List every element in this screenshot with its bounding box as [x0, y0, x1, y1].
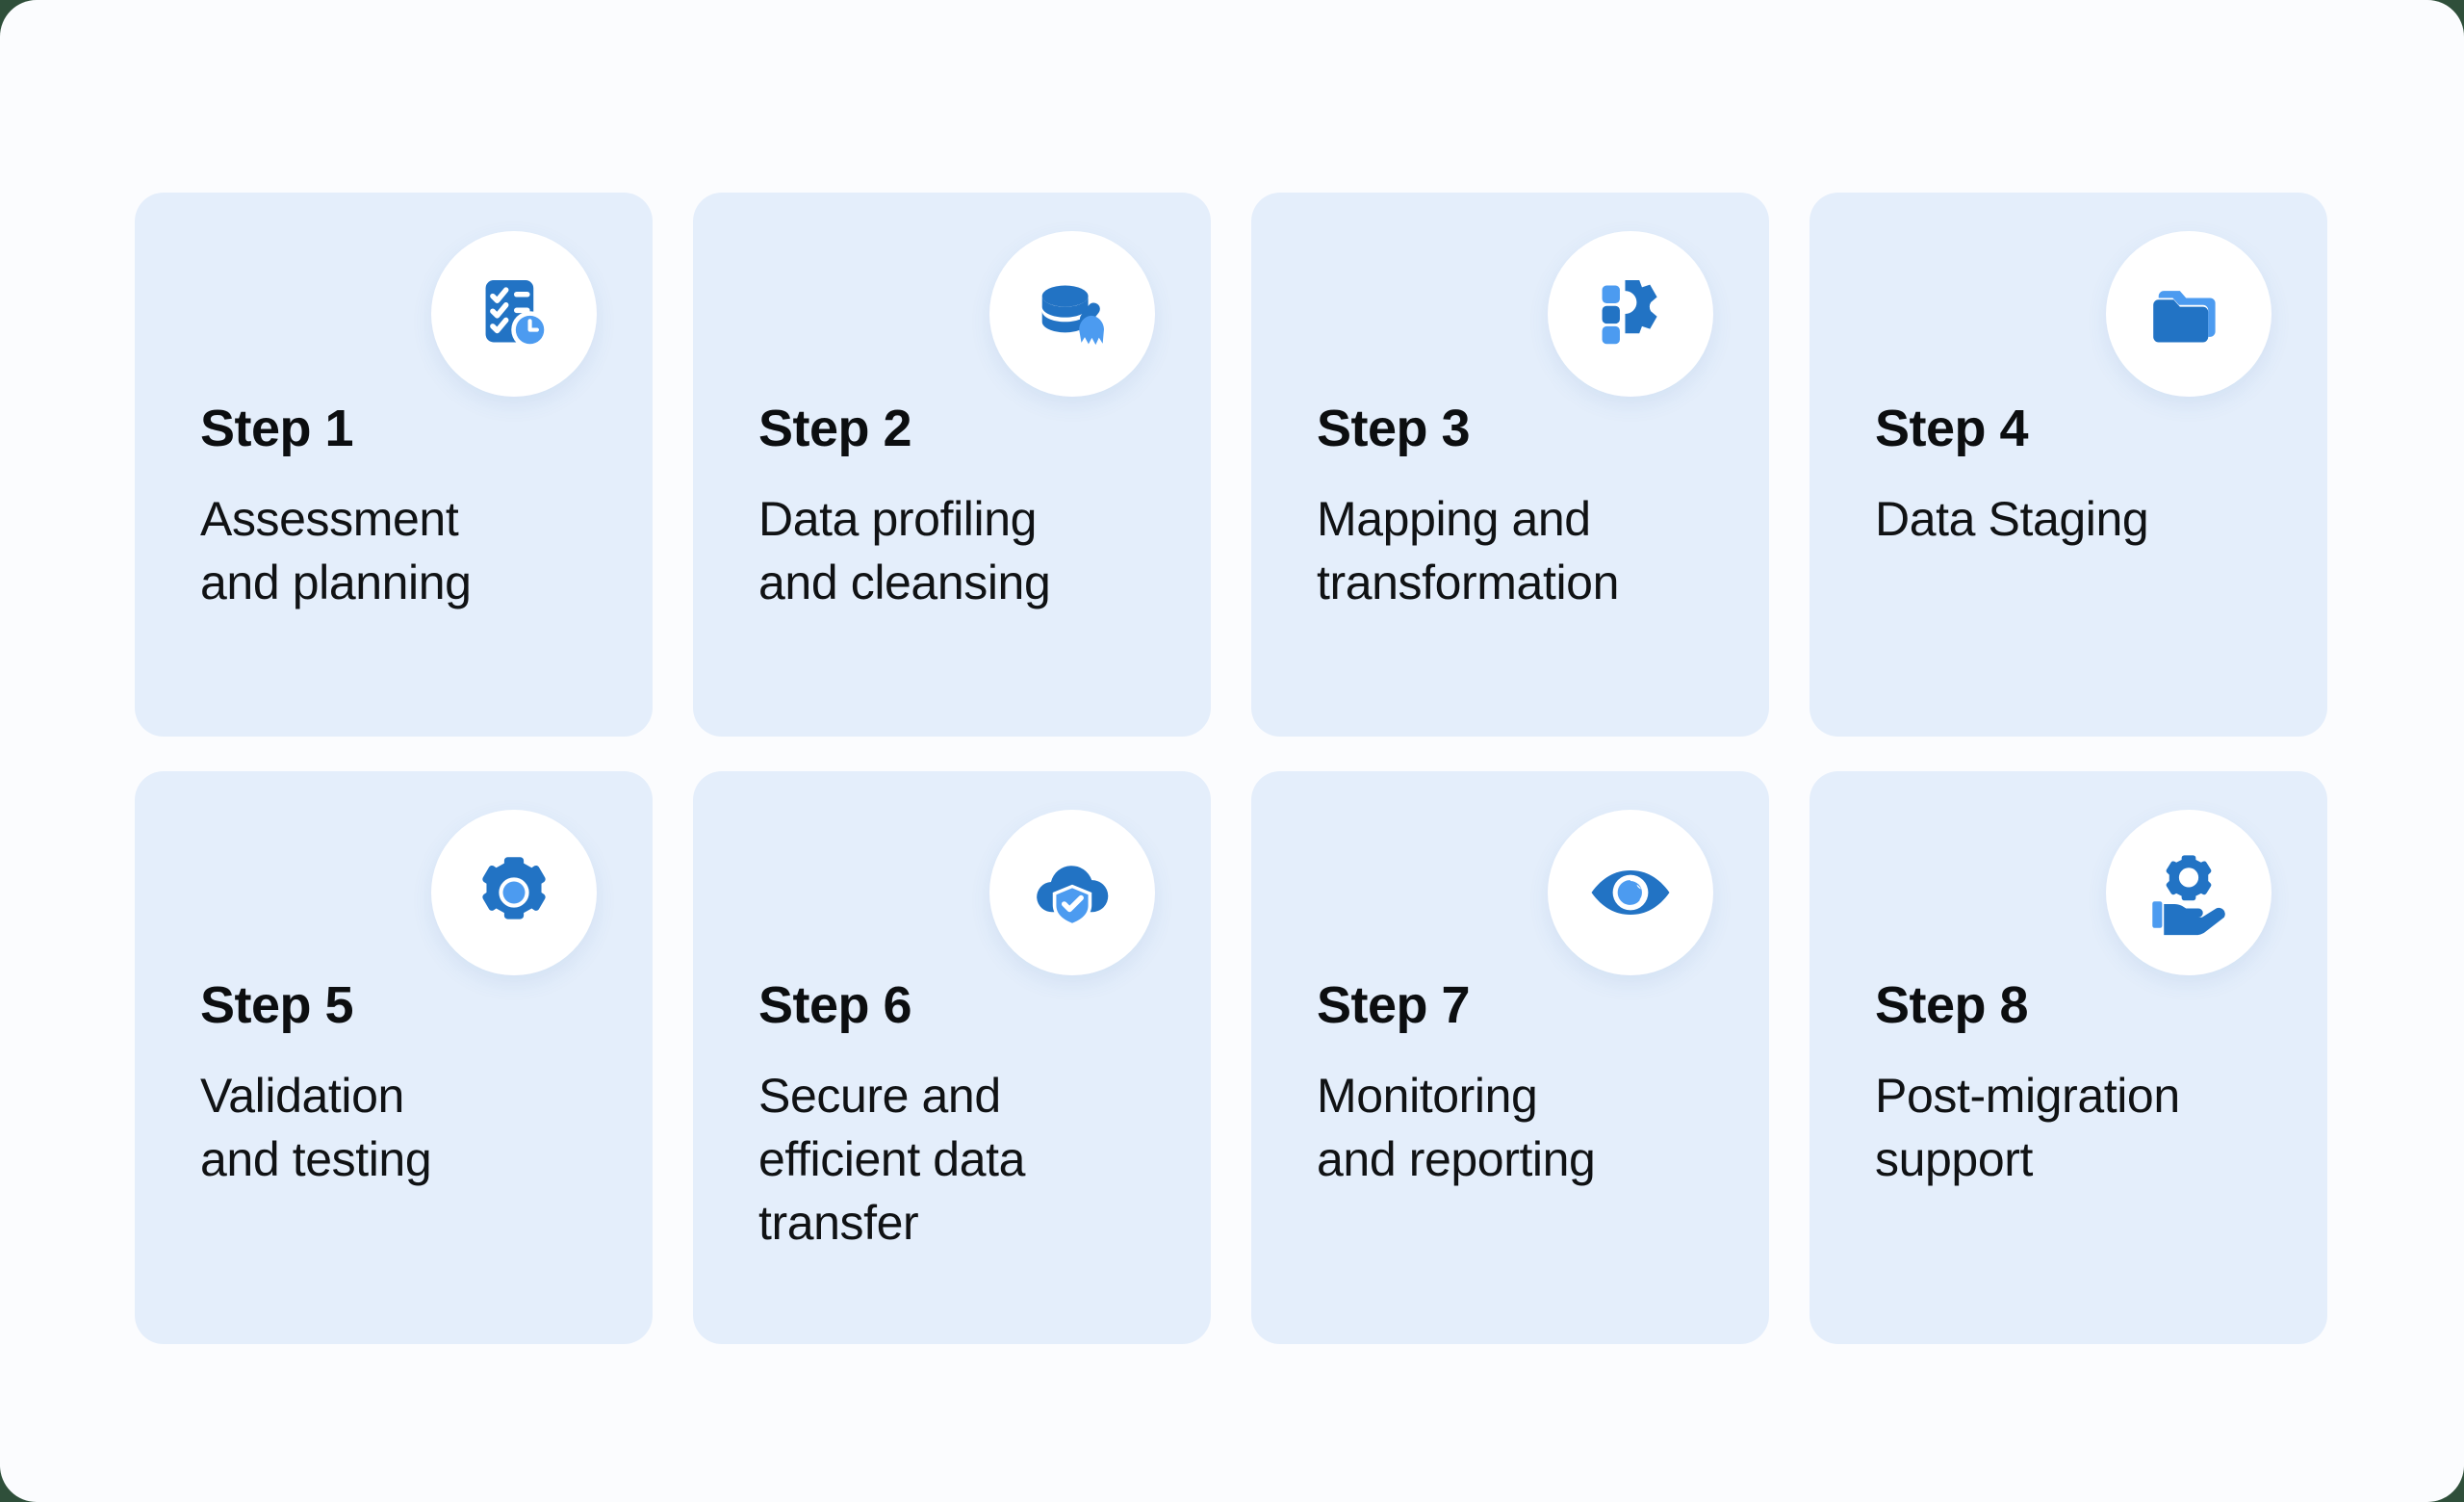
step-card-4-description: Data Staging [1875, 492, 2149, 546]
blocks-gear-icon [1602, 280, 1657, 345]
step-card-5-text: Step 5 Validation and testing [200, 979, 614, 1191]
step-card-8-text: Step 8 Post-migration support [1875, 979, 2289, 1191]
cloud-shield-check-icon-badge [989, 810, 1155, 975]
database-broom-icon-badge [989, 231, 1155, 397]
step-card-4-title: Step 4 [1875, 400, 2029, 457]
eye-icon-badge [1548, 810, 1713, 975]
step-card-3-title: Step 3 [1317, 400, 1471, 457]
step-card-6-title: Step 6 [758, 976, 912, 1034]
step-card-7[interactable]: Step 7 Monitoring and reporting [1251, 771, 1769, 1344]
step-card-6[interactable]: Step 6 Secure and efficient data transfe… [693, 771, 1211, 1344]
hand-gear-support-icon [2152, 855, 2225, 936]
cloud-shield-check-icon [1037, 866, 1109, 926]
step-cards-grid: Step 1 Assessment and planning Step 2 Da… [135, 193, 2327, 1344]
step-card-3-description: Mapping and transformation [1317, 492, 1619, 609]
step-card-1[interactable]: Step 1 Assessment and planning [135, 193, 653, 737]
step-card-2[interactable]: Step 2 Data profiling and cleansing [693, 193, 1211, 737]
step-card-8-title: Step 8 [1875, 976, 2029, 1034]
checklist-clock-icon-badge [431, 231, 597, 397]
checklist-clock-icon [485, 280, 549, 349]
step-card-6-text: Step 6 Secure and efficient data transfe… [758, 979, 1172, 1255]
step-card-1-description: Assessment and planning [200, 492, 472, 609]
step-card-6-description: Secure and efficient data transfer [758, 1069, 1026, 1250]
step-card-7-text: Step 7 Monitoring and reporting [1317, 979, 1731, 1191]
step-card-2-text: Step 2 Data profiling and cleansing [758, 402, 1172, 614]
step-card-4-text: Step 4 Data Staging [1875, 402, 2289, 551]
step-card-7-description: Monitoring and reporting [1317, 1069, 1596, 1186]
step-card-5[interactable]: Step 5 Validation and testing [135, 771, 653, 1344]
database-broom-icon [1041, 285, 1104, 346]
step-card-7-title: Step 7 [1317, 976, 1471, 1034]
step-card-2-title: Step 2 [758, 400, 912, 457]
step-card-8-description: Post-migration support [1875, 1069, 2180, 1186]
step-card-3-text: Step 3 Mapping and transformation [1317, 402, 1731, 614]
folders-icon [2151, 291, 2216, 343]
folders-icon-badge [2106, 231, 2272, 397]
gear-icon [482, 857, 546, 919]
step-card-5-title: Step 5 [200, 976, 354, 1034]
blocks-gear-icon-badge [1548, 231, 1713, 397]
step-card-1-text: Step 1 Assessment and planning [200, 402, 614, 614]
step-card-5-description: Validation and testing [200, 1069, 432, 1186]
gear-icon-badge [431, 810, 597, 975]
step-card-4[interactable]: Step 4 Data Staging [1810, 193, 2327, 737]
step-card-3[interactable]: Step 3 Mapping and transformation [1251, 193, 1769, 737]
step-card-1-title: Step 1 [200, 400, 354, 457]
hand-gear-support-icon-badge [2106, 810, 2272, 975]
step-card-8[interactable]: Step 8 Post-migration support [1810, 771, 2327, 1344]
eye-icon [1591, 870, 1670, 915]
step-card-2-description: Data profiling and cleansing [758, 492, 1051, 609]
